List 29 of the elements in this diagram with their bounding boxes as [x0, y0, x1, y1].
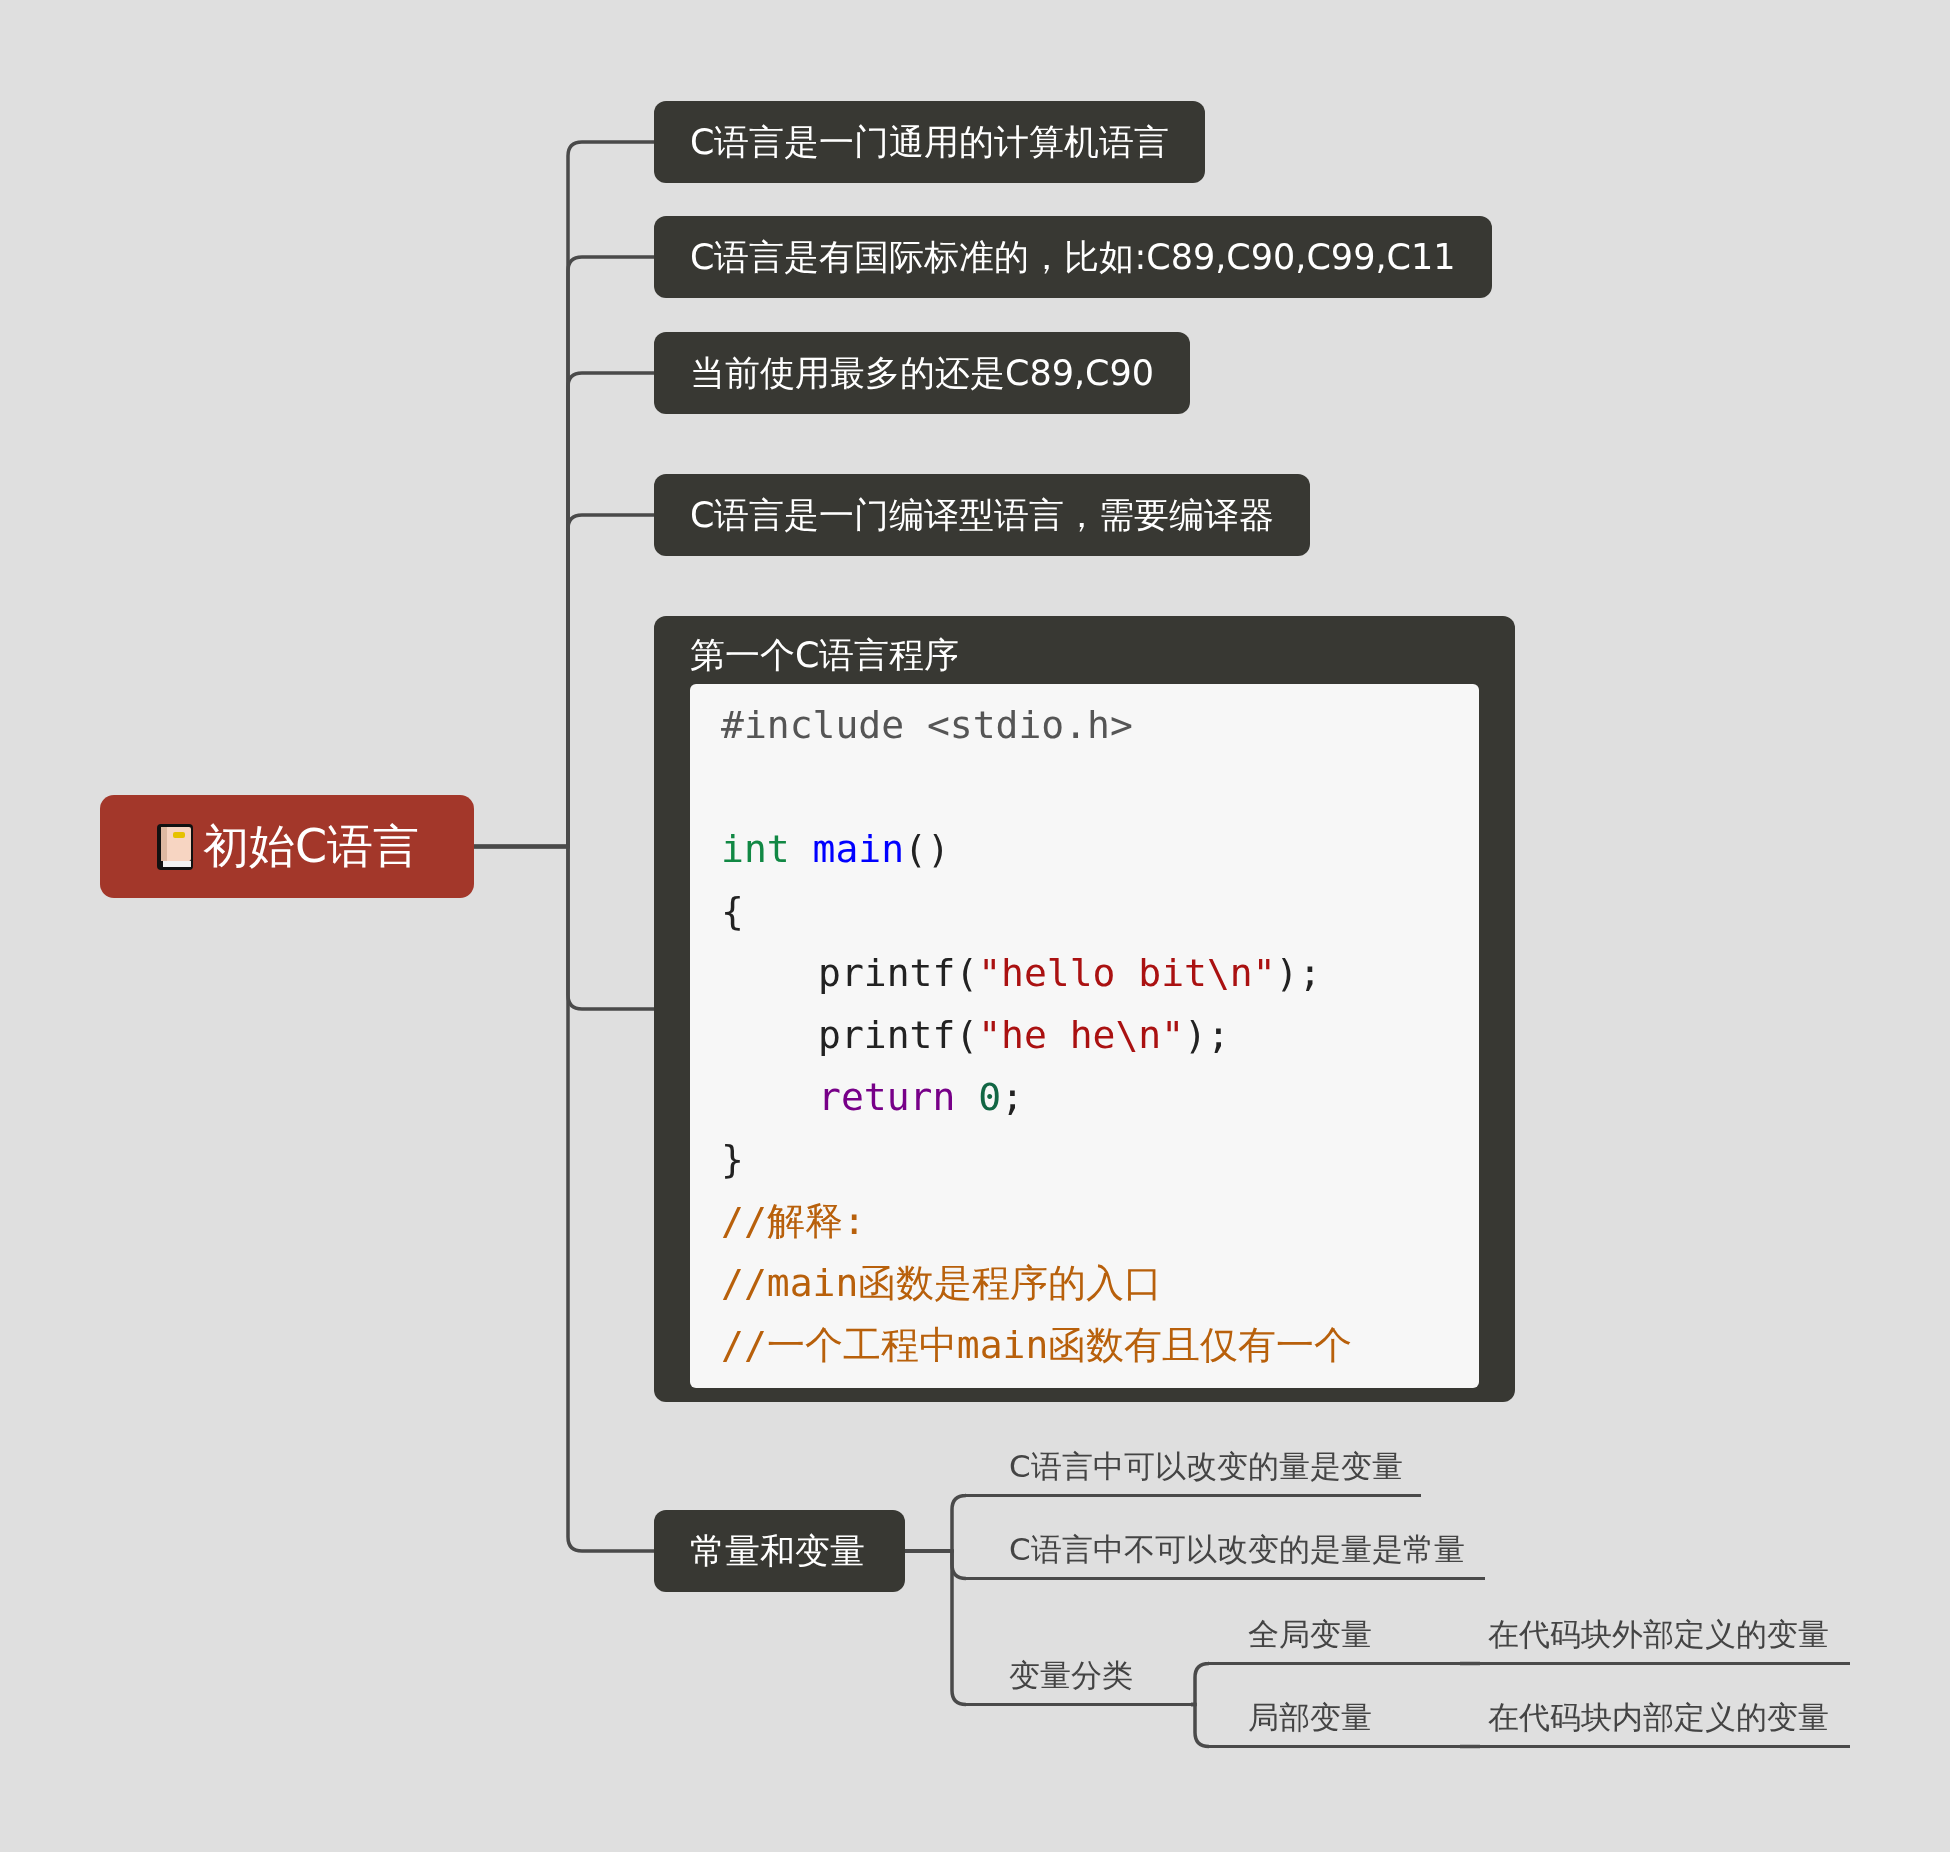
- topic-box: C语言是一门编译型语言，需要编译器: [654, 474, 1311, 556]
- topic-box: 常量和变量: [654, 1510, 905, 1592]
- underlined-topic: 在代码块内部定义的变量: [1480, 1681, 1850, 1748]
- code-line: }: [721, 1136, 744, 1183]
- underlined-topic: 全局变量: [1208, 1598, 1460, 1665]
- code-line: //main函数是程序的入口: [721, 1260, 1163, 1307]
- code-line: #include <stdio.h>: [721, 702, 1133, 749]
- underlined-topic: 变量分类: [965, 1639, 1191, 1706]
- code-line: //解释:: [721, 1198, 866, 1245]
- topic-box: 当前使用最多的还是C89,C90: [654, 332, 1191, 414]
- code-line: {: [721, 888, 744, 935]
- code-line: //一个工程中main函数有且仅有一个: [721, 1322, 1353, 1369]
- code-card: [654, 616, 1515, 1402]
- root-topic-box: [100, 795, 474, 898]
- connector-line: [1460, 1661, 1480, 1666]
- topic-box: C语言是有国际标准的，比如:C89,C90,C99,C11: [654, 216, 1492, 298]
- underlined-topic: C语言中不可以改变的是量是常量: [965, 1513, 1485, 1580]
- underlined-topic: C语言中可以改变的量是变量: [965, 1430, 1421, 1497]
- card-heading: 第一个C语言程序: [690, 634, 960, 677]
- underlined-topic: 在代码块外部定义的变量: [1480, 1598, 1850, 1665]
- connector-line: [1460, 1744, 1480, 1749]
- code-line: printf("he he\n");: [817, 1012, 1230, 1059]
- underlined-topic: 局部变量: [1208, 1681, 1460, 1748]
- code-line: printf("hello bit\n");: [817, 950, 1322, 997]
- code-line: return 0;: [817, 1074, 1024, 1121]
- connector-line: [474, 844, 654, 1553]
- topic-box: C语言是一门通用的计算机语言: [654, 101, 1206, 183]
- topic-label: 初始C语言: [202, 817, 420, 875]
- code-line: int main(): [721, 826, 950, 873]
